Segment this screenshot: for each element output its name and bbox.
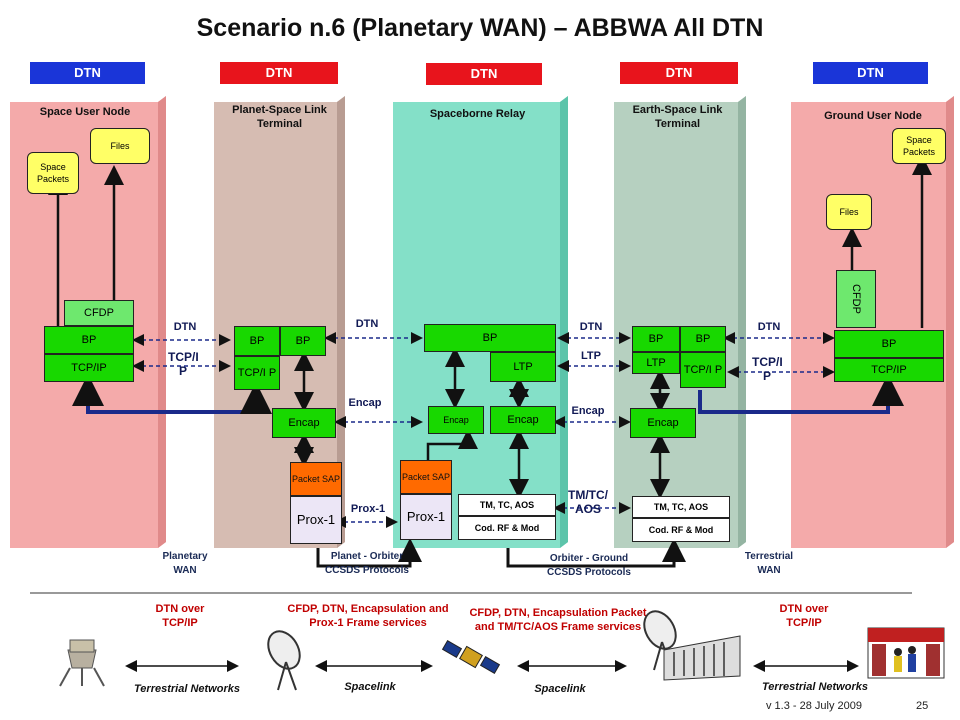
dtn-header-5: DTN	[813, 62, 928, 84]
ground-user-node-title: Ground User Node	[824, 110, 922, 122]
link-dtn-label: DTN	[757, 321, 781, 333]
ltp-block: LTP	[490, 352, 556, 382]
tcpip-block: TCP/I P	[680, 352, 726, 388]
prox1-block: Prox-1	[290, 496, 342, 544]
cfdp-prox-services: CFDP, DTN, Encapsulation and Prox-1 Fram…	[287, 603, 449, 629]
link-dtn-label: DTN	[173, 321, 197, 333]
link-tcpip-label: TCP/I P	[168, 350, 199, 378]
link-dtn-label: DTN	[355, 318, 379, 330]
packet-sap-block: Packet SAP	[290, 462, 342, 496]
terrestrial-wan-label: Terrestrial WAN	[744, 551, 794, 576]
spaceborne-relay-title: Spaceborne Relay	[429, 108, 526, 120]
planetary-wan-label: Planetary WAN	[162, 551, 208, 576]
lander-icon	[59, 639, 105, 687]
orbiter-ground-label: Orbiter - Ground CCSDS Protocols	[547, 553, 631, 578]
link-encap-label: Encap	[571, 405, 605, 417]
encap-block: Encap	[428, 406, 484, 434]
link-ltp-label: LTP	[581, 350, 601, 362]
link-dtn-label: DTN	[579, 321, 603, 333]
spacelink-left: Spacelink	[344, 681, 396, 693]
dtn-header-1: DTN	[30, 62, 145, 84]
antenna-icon	[267, 630, 301, 691]
cod-rf-mod-block: Cod. RF & Mod	[632, 518, 730, 542]
ground-station-icon	[643, 610, 741, 681]
packet-sap-block: Packet SAP	[400, 460, 452, 494]
earth-space-terminal-title: Earth-Space Link Terminal	[632, 104, 723, 130]
files-block: Files	[90, 128, 150, 164]
link-prox1-label: Prox-1	[350, 503, 386, 515]
dtn-header-2: DTN	[220, 62, 338, 84]
encap-block: Encap	[490, 406, 556, 434]
link-tm-tc-aos-label: TM/TC/ AOS	[568, 488, 608, 516]
ground-users-icon	[867, 627, 945, 679]
page-number: 25	[916, 700, 929, 712]
page-title: Scenario n.6 (Planetary WAN) – ABBWA All…	[196, 14, 764, 42]
bp-block: BP	[234, 326, 280, 356]
bp-block: BP	[680, 326, 726, 352]
tm-tc-aos-block: TM, TC, AOS	[632, 496, 730, 518]
space-user-node-title: Space User Node	[39, 106, 131, 118]
tcpip-block: TCP/IP	[834, 358, 944, 382]
terrestrial-networks-right: Terrestrial Networks	[762, 681, 868, 693]
cod-rf-mod-block: Cod. RF & Mod	[458, 516, 556, 540]
version-text: v 1.3 - 28 July 2009	[766, 700, 863, 712]
cfdp-tm-services: CFDP, DTN, Encapsulation Packet and TM/T…	[469, 607, 647, 633]
tcpip-block: TCP/IP	[44, 354, 134, 382]
encap-block: Encap	[630, 408, 696, 438]
spacelink-right: Spacelink	[534, 683, 586, 695]
cfdp-block: CFDP	[836, 270, 876, 328]
bp-block: BP	[834, 330, 944, 358]
satellite-icon	[441, 639, 501, 675]
terrestrial-networks-left: Terrestrial Networks	[134, 683, 240, 695]
space-packets-block: Space Packets	[892, 128, 946, 164]
link-encap-label: Encap	[348, 397, 382, 409]
planet-space-terminal-title: Planet-Space Link Terminal	[232, 104, 327, 130]
bp-block: BP	[280, 326, 326, 356]
encap-block: Encap	[272, 408, 336, 438]
link-tcpip-label: TCP/I P	[752, 355, 783, 383]
planet-orbiter-label: Planet - Orbiter CCSDS Protocols	[325, 551, 409, 576]
dtn-over-tcpip-left: DTN over TCP/IP	[155, 603, 205, 629]
cfdp-block: CFDP	[64, 300, 134, 326]
bp-block: BP	[44, 326, 134, 354]
ltp-block: LTP	[632, 352, 680, 374]
bp-block: BP	[632, 326, 680, 352]
files-block: Files	[826, 194, 872, 230]
tm-tc-aos-block: TM, TC, AOS	[458, 494, 556, 516]
prox1-block: Prox-1	[400, 494, 452, 540]
dtn-over-tcpip-right: DTN over TCP/IP	[779, 603, 829, 629]
dtn-header-3: DTN	[426, 63, 542, 85]
bp-block: BP	[424, 324, 556, 352]
dtn-header-4: DTN	[620, 62, 738, 84]
space-packets-block: Space Packets	[27, 152, 79, 194]
tcpip-block: TCP/I P	[234, 356, 280, 390]
